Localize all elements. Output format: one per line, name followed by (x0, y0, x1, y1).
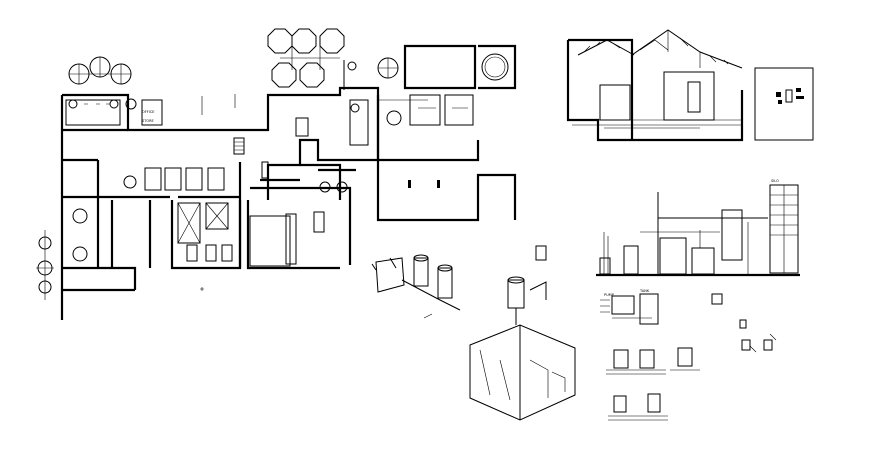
tag-tank: TANK (639, 289, 650, 293)
floor-plan: OFFICE STORE (36, 28, 517, 320)
detail-box (754, 67, 814, 141)
equipment-symbols (36, 94, 474, 300)
octagonal-tanks (267, 28, 399, 90)
equipment-details: PUMP TANK (600, 289, 777, 421)
silo-label: SILO (771, 179, 779, 183)
tag-pump: PUMP (604, 293, 614, 297)
room-label-office: OFFICE (142, 110, 154, 114)
isometric-room (469, 245, 576, 421)
process-elevation: SILO (596, 179, 800, 277)
roof-section-elevation (566, 29, 744, 142)
tank-group-left (68, 56, 132, 85)
isometric-piping (371, 254, 461, 319)
room-label-store: STORE (142, 119, 154, 123)
